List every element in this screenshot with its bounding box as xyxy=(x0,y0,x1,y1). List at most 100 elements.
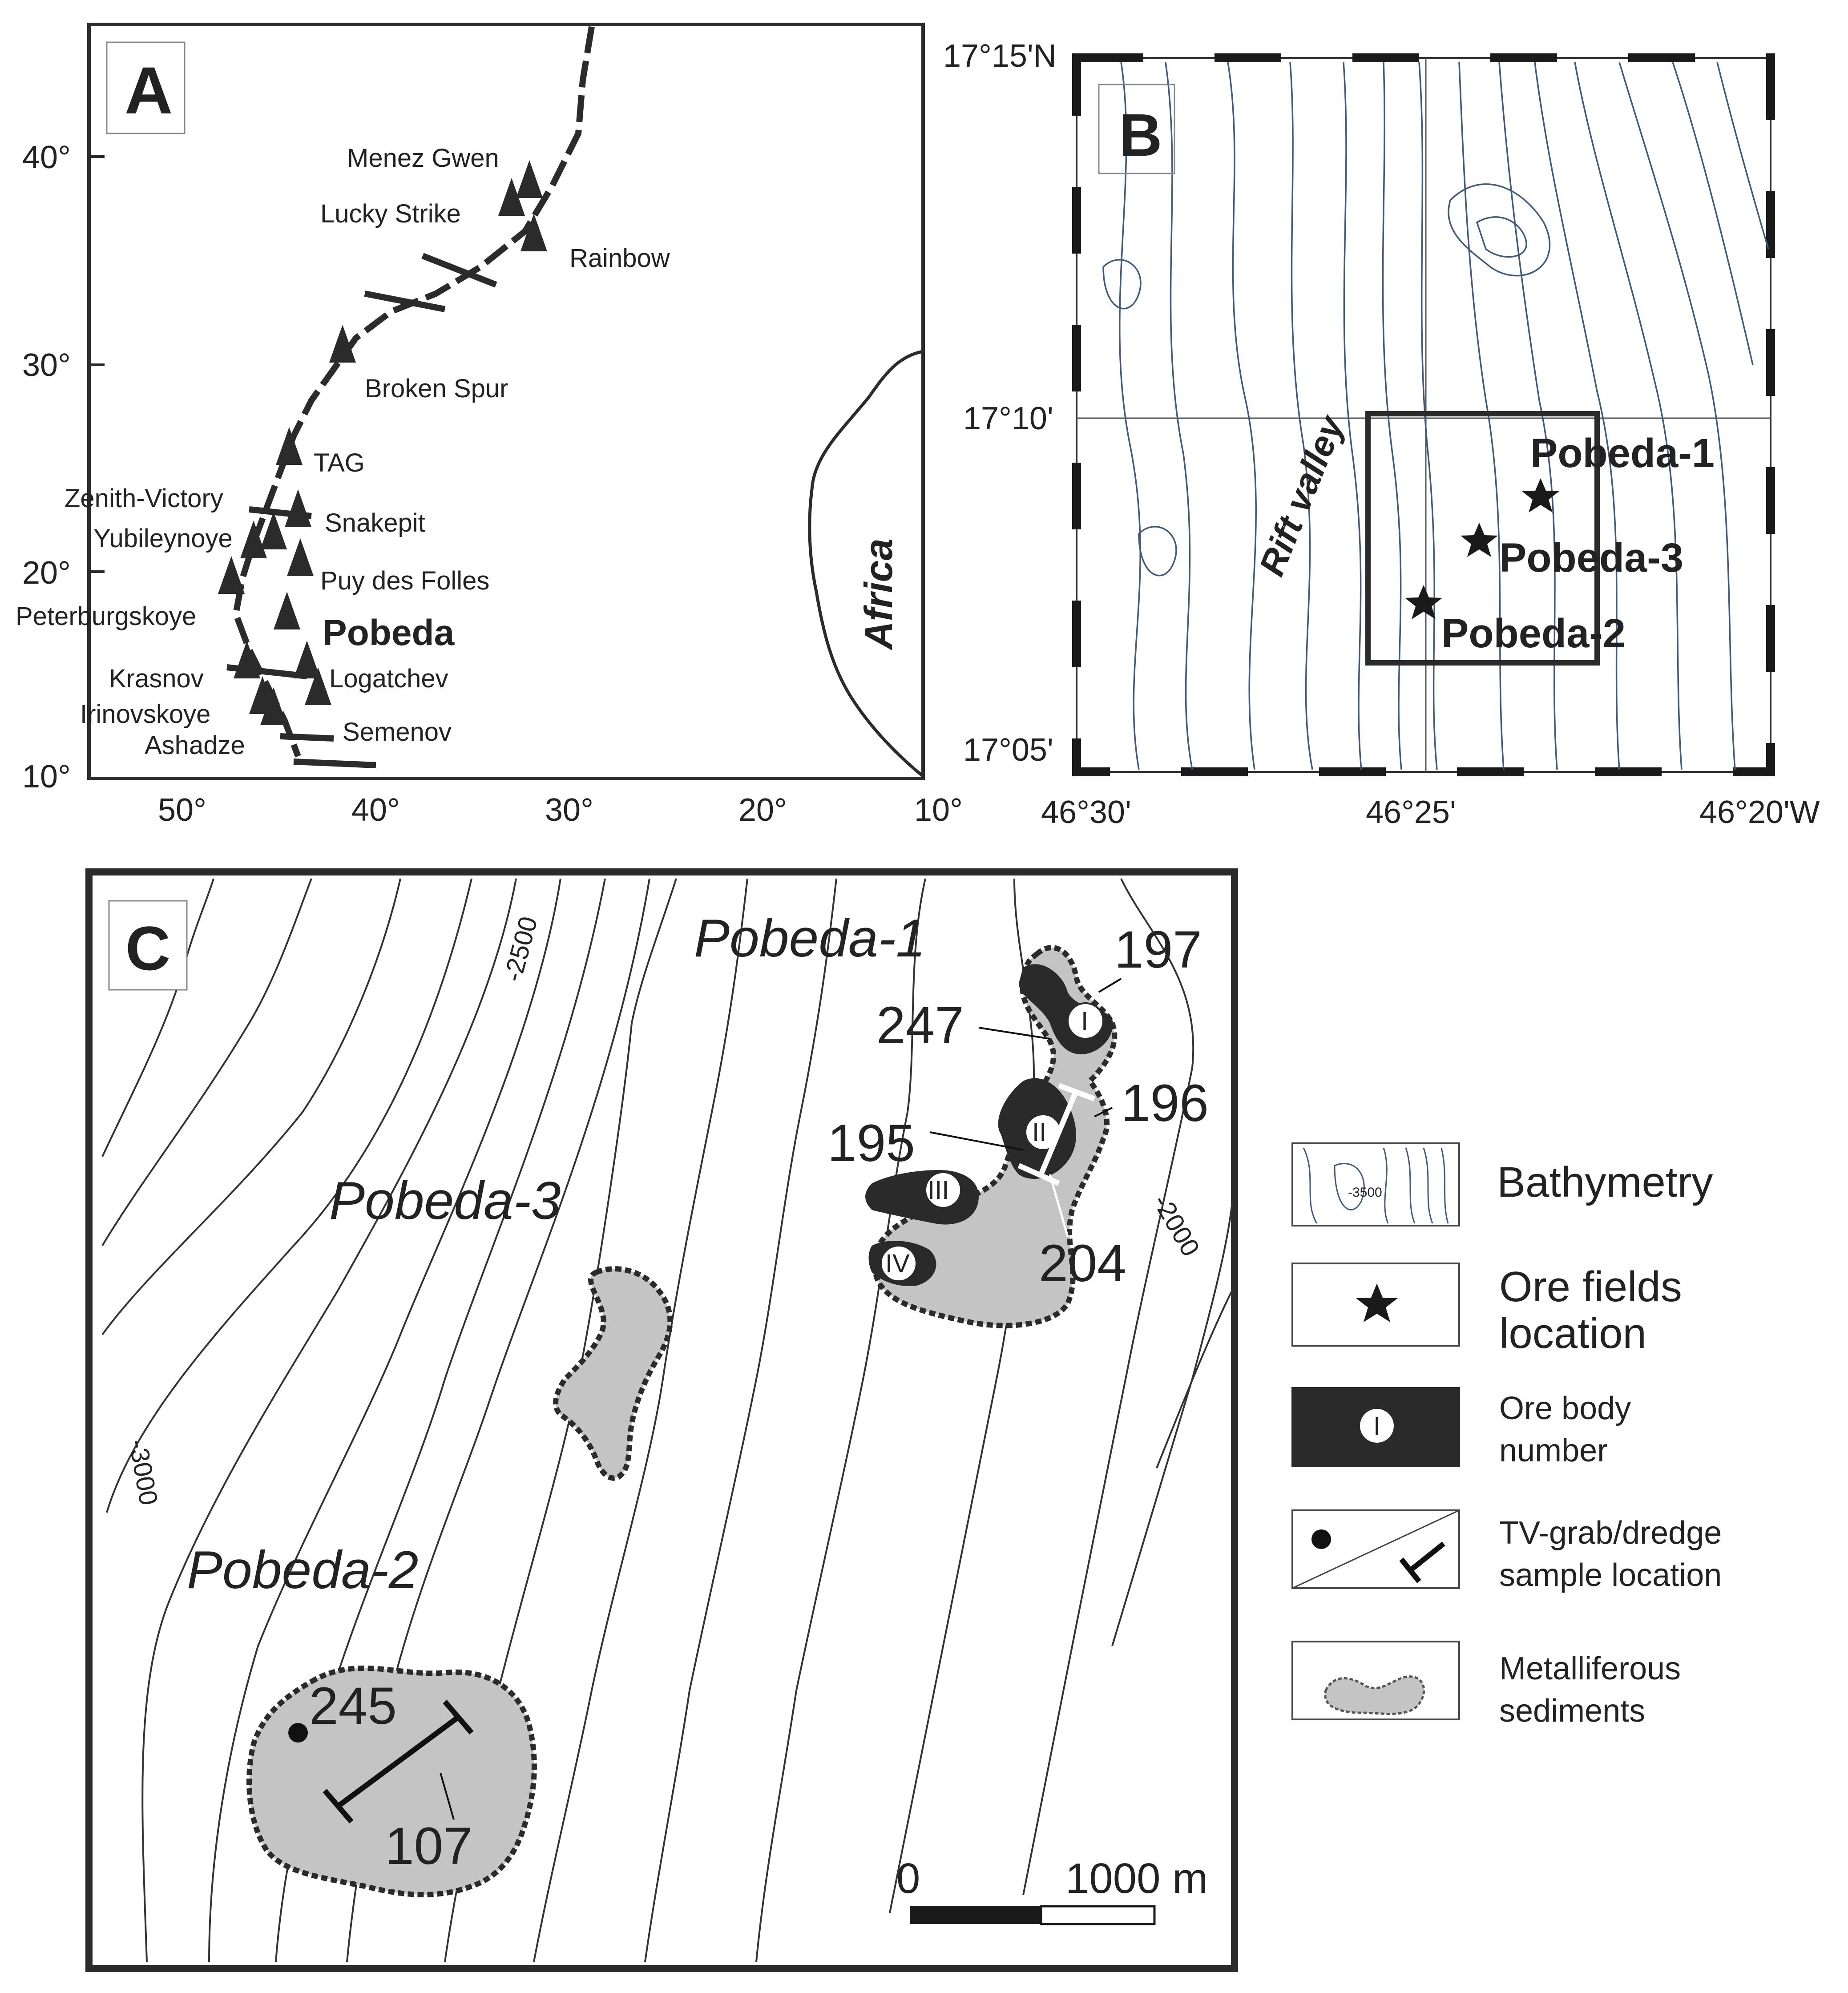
ore-field-stars xyxy=(1405,478,1559,619)
legend-label-sample-2: sample location xyxy=(1499,1557,1722,1593)
field-label-pobeda-1: Pobeda-1 xyxy=(1530,431,1715,476)
legend-swatch-bathymetry xyxy=(1291,1142,1460,1226)
triangle-icon xyxy=(234,641,260,678)
triangle-icon xyxy=(294,641,320,678)
panel-b: B Rift valley Pobeda-1 Pobeda-3 Pobeda-2… xyxy=(943,38,1820,830)
star-icon xyxy=(1461,523,1498,557)
panel-c-label-pobeda-1: Pobeda-1 xyxy=(694,908,925,968)
star-icon xyxy=(1405,585,1442,619)
legend-label-ore-body-2: number xyxy=(1499,1433,1608,1469)
panel-c: -2500 -2000 -3000 I II III IV xyxy=(85,868,1238,1972)
sample-number-195: 195 xyxy=(827,1114,915,1173)
legend-label-sediments-2: sediments xyxy=(1499,1693,1645,1729)
y-tick-10: 10° xyxy=(22,759,71,795)
scale-start-label: 0 xyxy=(896,1855,920,1902)
ore-body-label: I xyxy=(1081,1007,1088,1036)
legend-label-bathymetry: Bathymetry xyxy=(1497,1158,1713,1206)
triangle-icon xyxy=(521,214,547,251)
triangle-icon xyxy=(260,687,287,725)
vent-label-pobeda: Pobeda xyxy=(323,613,455,653)
legend-label-ore-body-1: Ore body xyxy=(1499,1391,1631,1426)
panel-b-letter-box xyxy=(1098,84,1175,174)
legend-label-ore-fields-1: Ore fields xyxy=(1499,1263,1682,1311)
y-tick-30: 30° xyxy=(22,347,71,383)
triangle-icon xyxy=(516,160,543,198)
lon-label-30: 46°30' xyxy=(1041,795,1131,830)
y-tick-40: 40° xyxy=(22,140,71,175)
triangle-icon xyxy=(240,520,267,558)
lat-label-15: 17°15'N xyxy=(943,38,1057,74)
panel-a-frame xyxy=(87,23,925,780)
vent-label: Puy des Folles xyxy=(320,566,489,595)
x-tick-40: 40° xyxy=(351,792,400,828)
vent-label: Peterburgskoye xyxy=(16,602,196,631)
legend-ore-body-marker xyxy=(1360,1409,1394,1443)
y-tick-20: 20° xyxy=(22,555,71,591)
lon-label-25: 46°25' xyxy=(1366,795,1456,830)
star-icon xyxy=(1522,478,1559,512)
x-tick-20: 20° xyxy=(738,792,787,828)
sample-number-197: 197 xyxy=(1114,920,1202,979)
triangle-icon xyxy=(276,427,303,465)
vent-field-triangles xyxy=(218,160,547,725)
triangle-icon xyxy=(218,556,245,594)
triangle-icon xyxy=(305,667,331,705)
legend-label-ore-fields-2: location xyxy=(1499,1310,1646,1357)
panel-b-letter: B xyxy=(1119,101,1162,169)
sample-number-247: 247 xyxy=(876,996,964,1055)
vent-label: Snakepit xyxy=(325,508,425,537)
sample-number-107: 107 xyxy=(385,1817,472,1876)
panel-a-letter: A xyxy=(125,53,173,128)
ridge-axis xyxy=(232,26,595,758)
legend-sediment-shape xyxy=(1324,1675,1425,1715)
vent-label: Yubileynoye xyxy=(93,524,233,553)
scale-bar-black xyxy=(910,1906,1041,1924)
panel-c-label-pobeda-3: Pobeda-3 xyxy=(329,1171,561,1230)
transform-faults xyxy=(226,253,497,768)
ore-body-markers xyxy=(880,1002,1104,1282)
legend: -3500 Bathymetry Ore fields location I O… xyxy=(1291,1142,1722,1729)
panel-c-letter: C xyxy=(125,913,170,983)
vent-label: TAG xyxy=(314,448,365,477)
y-tick-marks xyxy=(89,155,105,573)
vent-label: Zenith-Victory xyxy=(65,484,223,513)
scale-end-label: 1000 m xyxy=(1065,1855,1208,1902)
legend-dredge-symbol xyxy=(1399,1541,1445,1583)
dredge-track-107 xyxy=(323,1700,474,1824)
vent-label: Lucky Strike xyxy=(320,199,461,228)
sample-leaders xyxy=(440,978,1122,1820)
triangle-icon xyxy=(329,325,356,363)
triangle-icon xyxy=(285,489,311,527)
vent-label: Irinovskoye xyxy=(80,700,210,729)
ore-body-label: III xyxy=(928,1176,949,1205)
vent-label: Semenov xyxy=(343,718,452,746)
legend-label-sample-1: TV-grab/dredge xyxy=(1499,1515,1722,1551)
legend-sample-point xyxy=(1311,1529,1331,1549)
sample-number-204: 204 xyxy=(1039,1234,1126,1293)
legend-bathymetry-sample-contour: -3500 xyxy=(1348,1185,1382,1200)
sample-point-245 xyxy=(288,1723,308,1743)
lat-label-05: 17°05' xyxy=(963,732,1053,768)
lat-label-10: 17°10' xyxy=(963,401,1053,436)
vent-label: Ashadze xyxy=(145,731,245,760)
sediment-area-pobeda-3 xyxy=(553,1266,673,1481)
ore-body-label: II xyxy=(1032,1118,1046,1147)
lon-label-20: 46°20'W xyxy=(1699,795,1820,830)
panel-c-label-pobeda-2: Pobeda-2 xyxy=(187,1540,418,1600)
x-tick-30: 30° xyxy=(545,792,593,828)
study-area-box xyxy=(1365,411,1600,666)
africa-label: Africa xyxy=(856,539,900,650)
africa-coastline xyxy=(808,350,924,778)
field-label-pobeda-3: Pobeda-3 xyxy=(1499,535,1683,581)
triangle-icon xyxy=(274,592,300,629)
sample-number-245: 245 xyxy=(309,1677,397,1735)
bathymetry-contours xyxy=(1102,62,1769,770)
x-tick-10: 10° xyxy=(914,792,963,828)
ore-body-label: IV xyxy=(885,1249,910,1278)
field-label-pobeda-2: Pobeda-2 xyxy=(1441,611,1626,656)
panel-a-letter-box xyxy=(106,41,186,134)
panel-c-letter-box xyxy=(108,900,188,991)
scale-bar-white xyxy=(1040,1905,1156,1925)
leader-204 xyxy=(1049,1174,1069,1237)
